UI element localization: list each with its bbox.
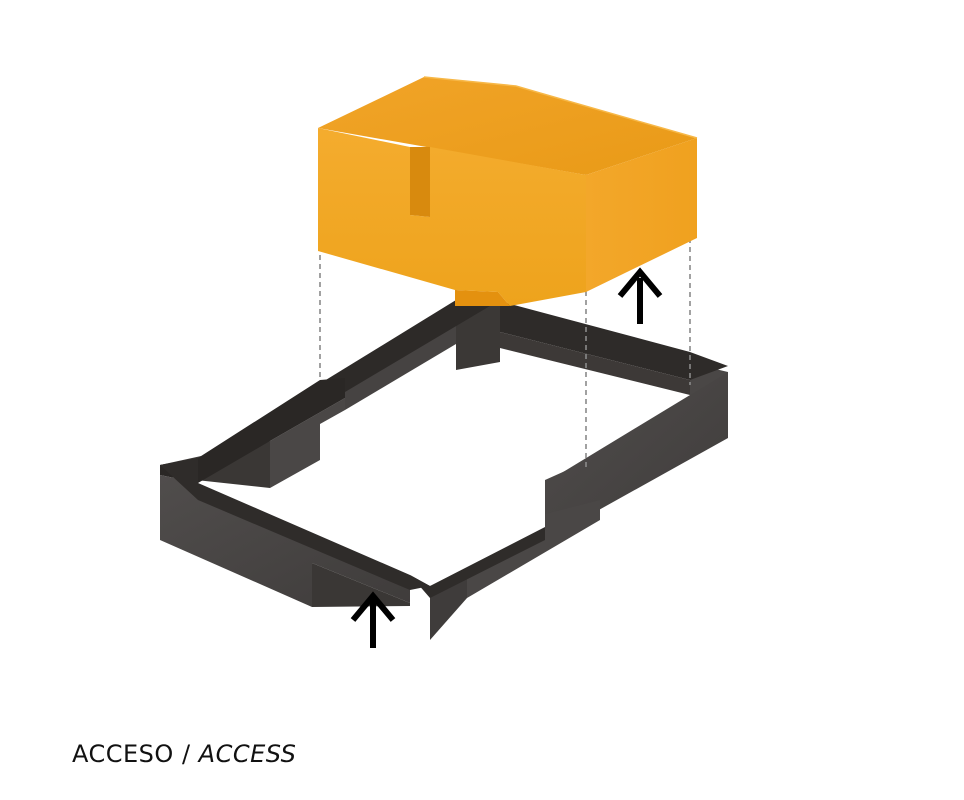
wall-front-left-notch	[312, 563, 410, 607]
wall-front-right-top	[410, 527, 545, 598]
volume-right-side	[586, 138, 697, 292]
wall-right-top	[456, 302, 728, 380]
wall-left-notch	[270, 398, 345, 488]
diagram-caption: ACCESO / ACCESS	[72, 740, 296, 768]
volume-top	[318, 77, 697, 175]
volume-front-left	[318, 128, 586, 306]
volume-bottom-block	[455, 290, 510, 306]
wall-front-right	[545, 372, 728, 540]
access-arrow-upper-icon	[617, 267, 663, 324]
wall-back-left-top	[316, 300, 500, 400]
wall-left-top	[160, 378, 345, 483]
caption-separator: /	[173, 740, 199, 768]
caption-secondary: ACCESS	[198, 740, 297, 768]
ground-floor-walls	[160, 300, 728, 640]
access-arrow-ground-icon	[350, 591, 396, 648]
upper-floor-volume	[318, 76, 698, 306]
caption-primary: ACCESO	[72, 740, 174, 768]
volume-slot	[410, 147, 430, 217]
wall-front-left-top	[160, 458, 430, 590]
wall-right-back-face	[500, 332, 690, 395]
wall-front-right-lower	[467, 500, 600, 598]
